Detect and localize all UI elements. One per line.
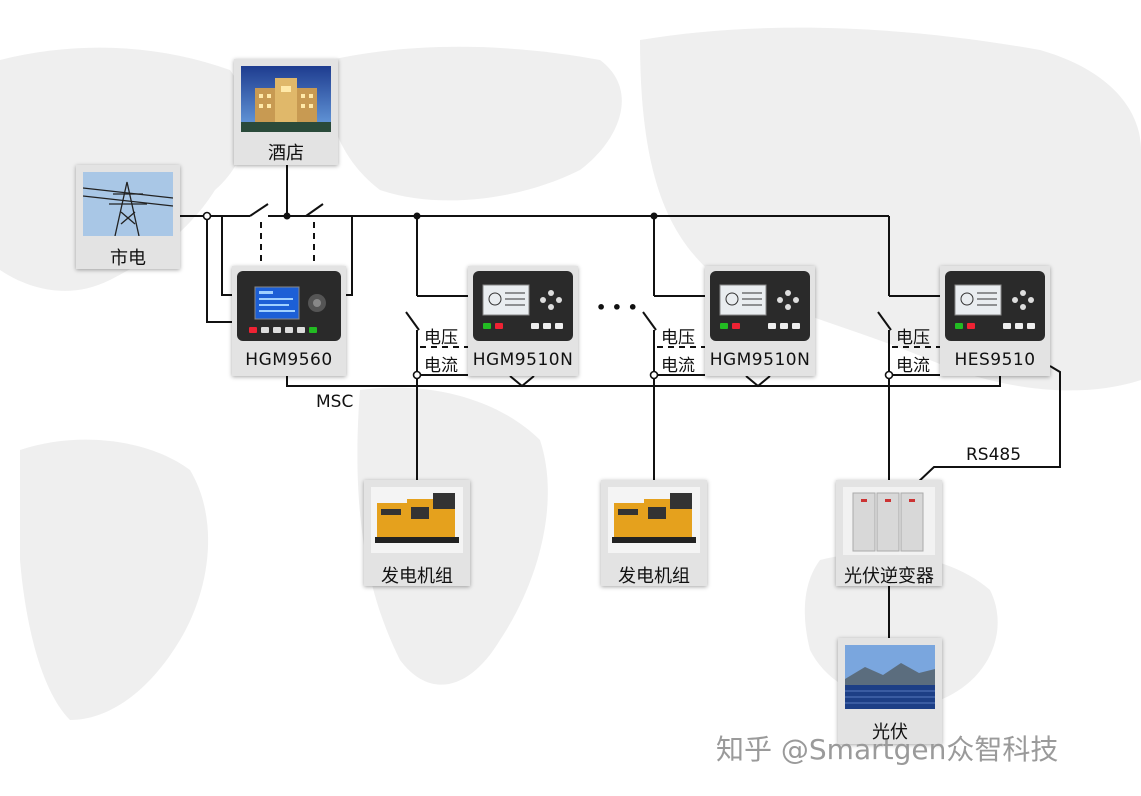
inverter-label: 光伏逆变器 [844, 566, 934, 587]
controller-device-icon [945, 271, 1045, 341]
voltage-label-3: 电压 [896, 328, 930, 348]
grid-label: 市电 [110, 248, 146, 269]
controller-hgm9560: HGM9560 [232, 266, 346, 376]
rs485-label: RS485 [966, 445, 1022, 465]
controller-device-icon [237, 271, 341, 341]
inverter-cabinet-icon [843, 487, 935, 555]
controller-hes9510: HES9510 [940, 266, 1050, 376]
voltage-label-2: 电压 [661, 328, 695, 348]
controller-label: HGM9510N [709, 350, 811, 370]
sensing-taps [202, 211, 894, 380]
genset-label: 发电机组 [381, 566, 453, 587]
msc-line [286, 372, 1001, 387]
solar-panel-icon [845, 645, 935, 709]
hotel-card: 酒店 [234, 59, 338, 165]
controller-hgm9510n-1: HGM9510N [468, 266, 578, 376]
voltage-label-1: 电压 [424, 328, 458, 348]
genset-label: 发电机组 [618, 566, 690, 587]
junction-dots [283, 212, 658, 220]
inverter-card: 光伏逆变器 [836, 480, 942, 587]
controller-label: HGM9510N [472, 350, 574, 370]
wiring [180, 165, 1061, 640]
pv-card: 光伏 [838, 638, 942, 744]
current-label-1: 电流 [424, 356, 458, 376]
controller-label: HGM9560 [245, 350, 333, 370]
rs485-line [914, 365, 1061, 486]
diesel-genset-icon [371, 487, 463, 553]
pv-label: 光伏 [872, 722, 908, 743]
grid-card: 市电 [76, 165, 180, 269]
current-label-3: 电流 [896, 356, 930, 376]
power-tower-icon [83, 172, 173, 236]
current-label-2: 电流 [661, 356, 695, 376]
watermark: 知乎 @Smartgen众智科技 [716, 733, 1059, 766]
genset-card-1: 发电机组 [364, 480, 470, 587]
controller-label: HES9510 [954, 350, 1036, 370]
hotel-building-icon [241, 66, 331, 132]
diesel-genset-icon [608, 487, 700, 553]
controller-device-icon [473, 271, 573, 341]
controller-device-icon [710, 271, 810, 341]
controller-hgm9510n-2: HGM9510N [705, 266, 815, 376]
more-units-ellipsis: • • • [596, 298, 638, 317]
msc-label: MSC [316, 392, 354, 412]
hotel-label: 酒店 [268, 143, 304, 164]
genset-card-2: 发电机组 [601, 480, 707, 587]
